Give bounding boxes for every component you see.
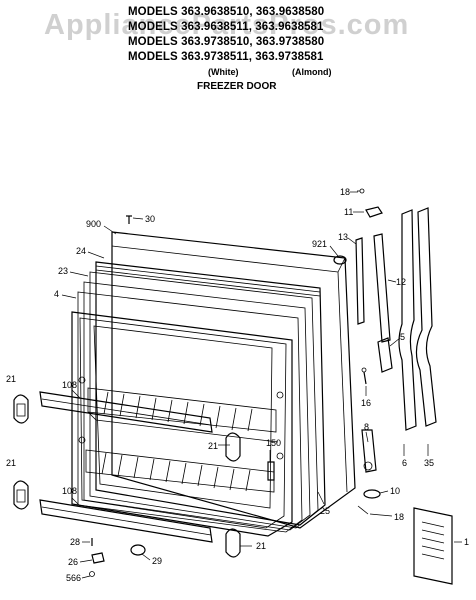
section-title: FREEZER DOOR <box>197 81 277 92</box>
handle-strip-13 <box>355 237 365 325</box>
shelf-end-cap-right-lower <box>225 528 241 558</box>
callout-150: 150 <box>266 438 281 448</box>
callout-5: 5 <box>400 332 405 342</box>
door-gasket <box>77 261 326 533</box>
callout-21-lower-left: 21 <box>6 458 16 468</box>
screw-16 <box>361 367 367 385</box>
callout-1: 1 <box>464 537 469 547</box>
callout-25: 25 <box>320 506 330 516</box>
shelf-end-cap-left-upper <box>13 394 29 424</box>
callout-900: 900 <box>86 219 101 229</box>
upper-shelf-ribs <box>103 391 253 432</box>
callout-4: 4 <box>54 289 59 299</box>
shelf-end-cap-left-lower <box>13 480 29 510</box>
callout-28: 28 <box>70 537 80 547</box>
door-shelf-bar-lower <box>39 499 213 543</box>
callout-108-upper: 108 <box>62 380 77 390</box>
models-line-2: MODELS 363.9638511, 363.9638581 <box>128 21 324 33</box>
handle-35 <box>415 207 437 427</box>
callout-35: 35 <box>424 458 434 468</box>
cam-26 <box>91 552 105 564</box>
callout-6: 6 <box>402 458 407 468</box>
callout-23: 23 <box>58 266 68 276</box>
callout-16: 16 <box>361 398 371 408</box>
callout-26: 26 <box>68 557 78 567</box>
door-shelf-bar-upper <box>39 391 213 433</box>
handle-end-8 <box>361 429 377 473</box>
lower-shelf-ribs <box>101 452 251 492</box>
models-line-1: MODELS 363.9638510, 363.9638580 <box>128 6 325 18</box>
door-outer-panel <box>111 231 356 529</box>
models-line-3: MODELS 363.9738510, 363.9738580 <box>128 36 325 48</box>
callout-21-upper-right: 21 <box>208 441 218 451</box>
plug-921 <box>333 255 347 265</box>
screw-566 <box>89 571 95 577</box>
callout-21-upper-left: 21 <box>6 374 16 384</box>
callout-566: 566 <box>66 573 81 583</box>
callout-29: 29 <box>152 556 162 566</box>
leader-lines <box>61 191 462 579</box>
hinge-pin-10 <box>363 489 381 499</box>
screw-18-top <box>357 188 365 194</box>
callout-24: 24 <box>76 246 86 256</box>
callout-30: 30 <box>145 214 155 224</box>
screw-18-bottom <box>357 505 369 515</box>
stop-29 <box>130 544 146 556</box>
callout-108-lower: 108 <box>62 486 77 496</box>
handle-bar-12 <box>373 233 391 343</box>
door-liner <box>71 311 293 537</box>
callout-11: 11 <box>344 207 353 217</box>
handle-6 <box>398 209 417 431</box>
watermark: AppliancePartsPros.com <box>44 9 410 41</box>
callout-18-bottom: 18 <box>394 512 404 522</box>
bracket-11 <box>365 206 383 218</box>
literature-1 <box>413 507 453 585</box>
color-almond-label: (Almond) <box>292 67 332 77</box>
callout-21-lower-right: 21 <box>256 541 266 551</box>
callout-921: 921 <box>312 239 327 249</box>
shelf-end-cap-right-upper <box>225 432 241 462</box>
handle-clip-5 <box>377 337 393 373</box>
callout-8: 8 <box>364 422 369 432</box>
screw-30 <box>126 215 132 224</box>
color-white-label: (White) <box>208 67 239 77</box>
callout-18-top: 18 <box>340 187 350 197</box>
models-line-4: MODELS 363.9738511, 363.9738581 <box>128 51 324 63</box>
callout-10: 10 <box>390 486 400 496</box>
hinge-150 <box>267 461 275 481</box>
callout-13: 13 <box>338 232 348 242</box>
callout-12: 12 <box>396 277 406 287</box>
